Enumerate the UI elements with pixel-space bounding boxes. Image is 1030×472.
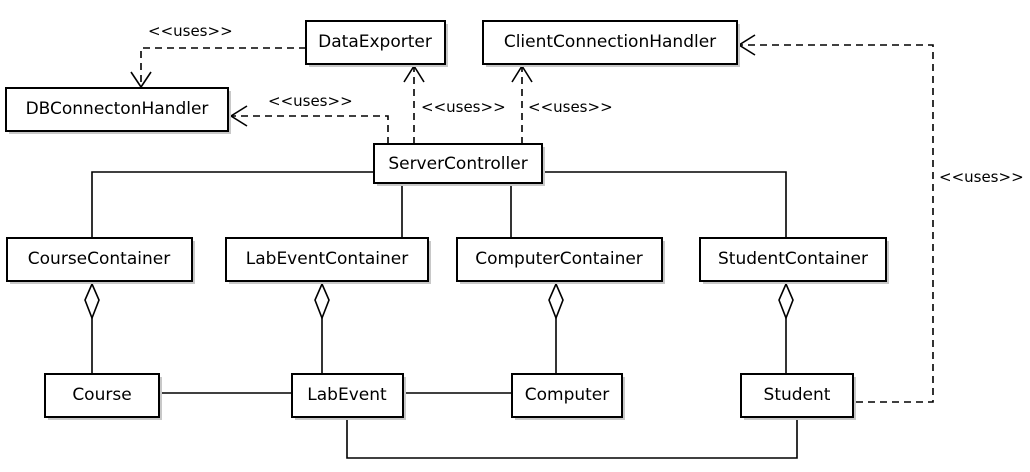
class-lab-event-container: LabEventContainer <box>225 237 431 284</box>
stereotype-exporter-db: <<uses>> <box>148 22 233 40</box>
class-db-connection-handler: DBConnectonHandler <box>5 87 231 134</box>
class-label-student: Student <box>764 385 831 405</box>
stereotype-server-client: <<uses>> <box>528 98 613 116</box>
class-label-lab-event-container: LabEventContainer <box>246 249 408 269</box>
server-to-db-dependency <box>232 115 389 144</box>
class-label-student-container: StudentContainer <box>718 249 868 269</box>
class-computer-container: ComputerContainer <box>456 237 665 284</box>
class-label-server-controller: ServerController <box>388 154 527 174</box>
class-client-connection-handler: ClientConnectionHandler <box>482 20 740 67</box>
class-label-computer: Computer <box>525 385 610 405</box>
labevent-student-association <box>346 412 798 459</box>
class-course-container: CourseContainer <box>6 237 195 284</box>
stereotype-server-db: <<uses>> <box>268 92 353 110</box>
class-student: Student <box>740 373 856 420</box>
server-to-course-container-line <box>91 171 374 238</box>
class-data-exporter: DataExporter <box>305 20 448 67</box>
class-computer: Computer <box>511 373 625 420</box>
labevent-container-diamond <box>314 282 330 321</box>
class-student-container: StudentContainer <box>699 237 889 284</box>
computer-container-diamond <box>548 282 564 321</box>
class-label-client-connection-handler: ClientConnectionHandler <box>504 32 716 52</box>
exporter-to-db-dependency <box>140 47 306 86</box>
stereotype-server-exporter: <<uses>> <box>421 98 506 116</box>
server-to-student-container-line <box>543 171 787 238</box>
class-label-computer-container: ComputerContainer <box>475 249 643 269</box>
student-to-client-dependency <box>740 44 934 403</box>
stereotype-student-client: <<uses>> <box>939 168 1024 186</box>
aggregation-diamonds <box>84 282 794 321</box>
class-label-lab-event: LabEvent <box>307 385 387 405</box>
class-label-data-exporter: DataExporter <box>318 32 432 52</box>
class-server-controller: ServerController <box>373 143 545 186</box>
associations <box>91 171 798 459</box>
class-label-course-container: CourseContainer <box>28 249 170 269</box>
class-label-db-connection-handler: DBConnectonHandler <box>26 99 209 119</box>
dependencies <box>130 34 934 403</box>
course-container-diamond <box>84 282 100 321</box>
class-label-course: Course <box>72 385 131 405</box>
student-container-diamond <box>778 282 794 321</box>
class-lab-event: LabEvent <box>291 373 406 420</box>
class-course: Course <box>44 373 162 420</box>
